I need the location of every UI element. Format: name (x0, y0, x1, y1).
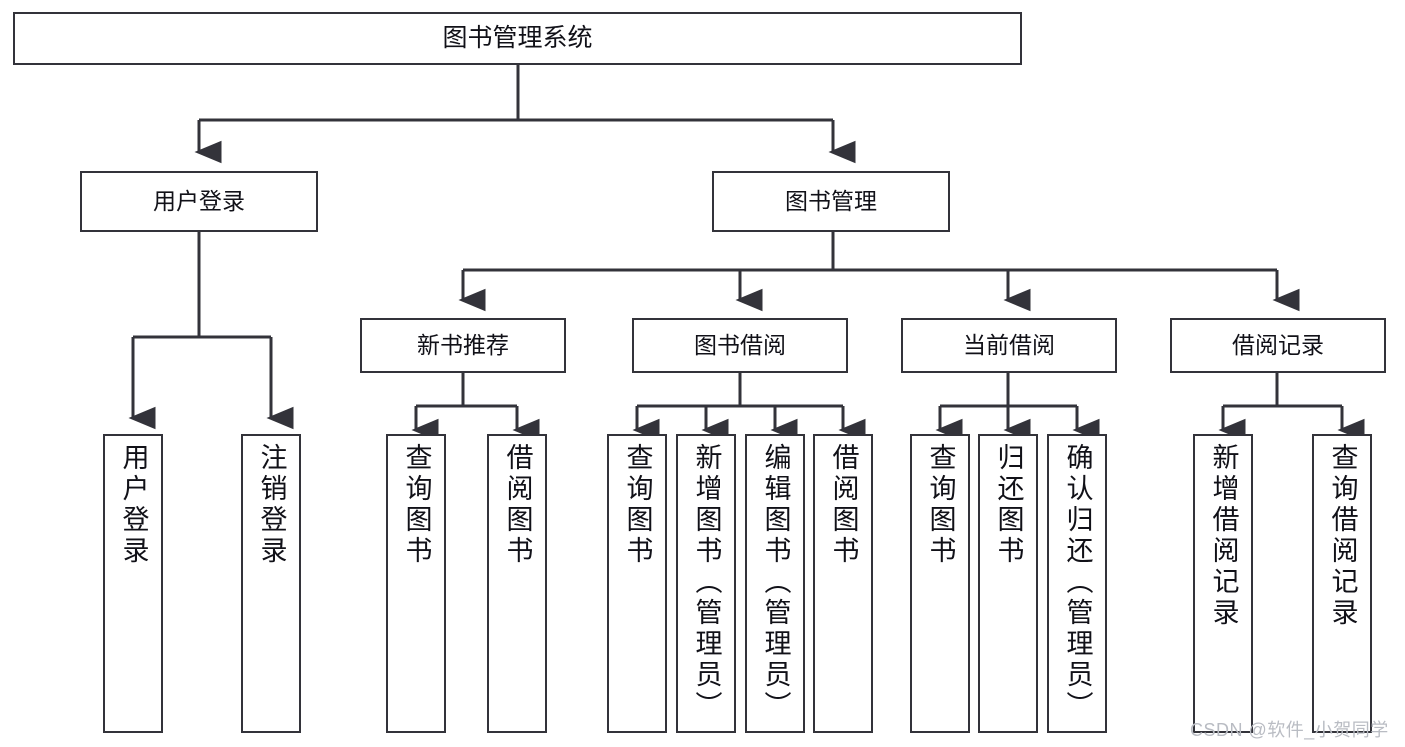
node-label: 查询图书 (401, 443, 432, 567)
leaf-new-book-query[interactable]: 查询图书 (386, 434, 446, 733)
node-book-borrow[interactable]: 图书借阅 (632, 318, 848, 373)
node-current-borrow[interactable]: 当前借阅 (901, 318, 1117, 373)
leaf-borrow-record-add[interactable]: 新增借阅记录 (1193, 434, 1253, 733)
node-label: 图书管理 (785, 188, 877, 215)
node-label: 新增图书（管理员） (691, 443, 722, 722)
node-label: 用户登录 (118, 443, 149, 567)
node-label: 图书管理系统 (442, 24, 593, 52)
leaf-user-login-login[interactable]: 用户登录 (103, 434, 163, 733)
node-label: 借阅记录 (1232, 332, 1324, 359)
leaf-borrow-record-query[interactable]: 查询借阅记录 (1312, 434, 1372, 733)
node-book-management[interactable]: 图书管理 (712, 171, 950, 232)
leaf-current-borrow-query[interactable]: 查询图书 (910, 434, 970, 733)
leaf-user-login-logout[interactable]: 注销登录 (241, 434, 301, 733)
node-label: 归还图书 (993, 443, 1024, 567)
node-label: 新增借阅记录 (1208, 443, 1239, 629)
node-root-system[interactable]: 图书管理系统 (13, 12, 1022, 65)
node-label: 编辑图书（管理员） (760, 443, 791, 722)
node-label: 注销登录 (256, 443, 287, 567)
node-label: 确认归还（管理员） (1062, 443, 1093, 722)
leaf-book-borrow-edit[interactable]: 编辑图书（管理员） (745, 434, 805, 733)
leaf-book-borrow-add[interactable]: 新增图书（管理员） (676, 434, 736, 733)
node-label: 查询图书 (925, 443, 956, 567)
node-user-login[interactable]: 用户登录 (80, 171, 318, 232)
node-label: 借阅图书 (828, 443, 859, 567)
node-label: 用户登录 (153, 188, 245, 215)
leaf-new-book-borrow[interactable]: 借阅图书 (487, 434, 547, 733)
leaf-current-borrow-confirm-return[interactable]: 确认归还（管理员） (1047, 434, 1107, 733)
node-label: 当前借阅 (963, 332, 1055, 359)
node-label: 图书借阅 (694, 332, 786, 359)
leaf-book-borrow-borrow[interactable]: 借阅图书 (813, 434, 873, 733)
node-label: 新书推荐 (417, 332, 509, 359)
leaf-book-borrow-query[interactable]: 查询图书 (607, 434, 667, 733)
node-label: 借阅图书 (502, 443, 533, 567)
node-new-book-recommend[interactable]: 新书推荐 (360, 318, 566, 373)
node-label: 查询图书 (622, 443, 653, 567)
node-label: 查询借阅记录 (1327, 443, 1358, 629)
leaf-current-borrow-return[interactable]: 归还图书 (978, 434, 1038, 733)
node-borrow-record[interactable]: 借阅记录 (1170, 318, 1386, 373)
